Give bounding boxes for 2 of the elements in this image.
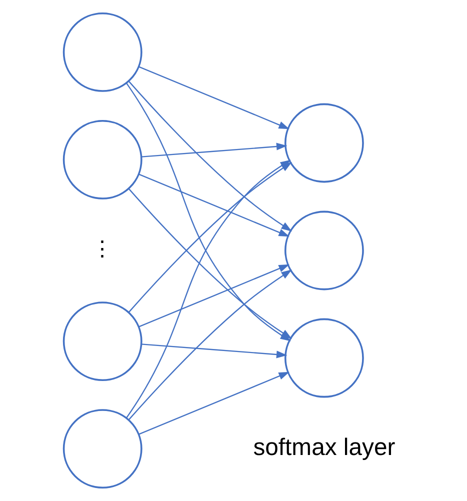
- label: ⋮: [91, 236, 114, 261]
- label: softmax layer: [252, 434, 395, 461]
